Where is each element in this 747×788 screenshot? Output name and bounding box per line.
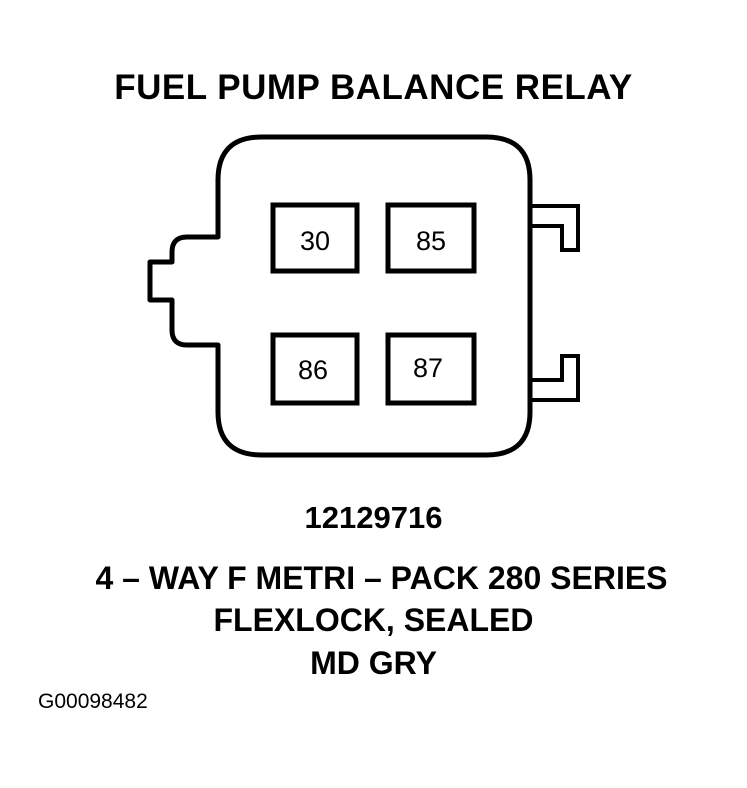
description-line-1: 4 – WAY F METRI – PACK 280 SERIES [95, 560, 668, 596]
pin-label-86: 86 [298, 355, 328, 385]
latch-tab-bottom [530, 354, 580, 402]
pin-label-85: 85 [416, 226, 446, 256]
pin-cavity-30 [270, 202, 360, 274]
latch-tab-top [530, 204, 580, 252]
part-number: 12129716 [304, 500, 443, 535]
figure-id: G00098482 [38, 690, 148, 713]
pin-label-30: 30 [300, 226, 330, 256]
connector-body [147, 134, 533, 458]
pin-label-87: 87 [413, 353, 443, 383]
pin-cavity-85 [385, 202, 477, 274]
description-line-2: FLEXLOCK, SEALED [213, 602, 534, 638]
pin-cavity-86 [270, 332, 360, 406]
pin-cavity-87 [385, 332, 477, 406]
diagram-title: FUEL PUMP BALANCE RELAY [114, 68, 633, 107]
description-line-3: MD GRY [310, 645, 437, 681]
